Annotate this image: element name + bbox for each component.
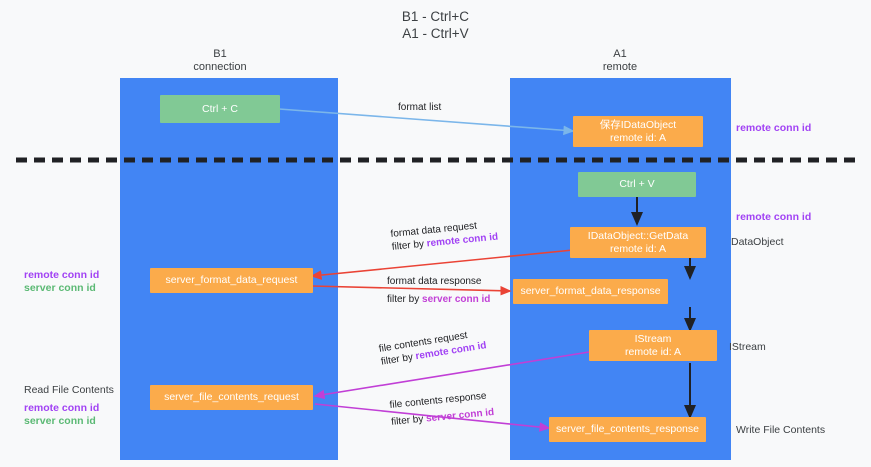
margin-label-left-remote-conn-id: remote conn id: [24, 269, 99, 282]
node-ctrl-c[interactable]: Ctrl + C: [160, 95, 280, 123]
node-server-format-data-response-label: server_format_data_response: [520, 285, 661, 298]
filter-key: server conn id: [425, 407, 495, 425]
arrow-label-format-data-request: format data request filter by remote con…: [390, 218, 499, 254]
margin-label-left-server-conn-id-text: server conn id: [24, 282, 96, 294]
margin-label-dataobject: DataObject: [731, 236, 784, 249]
node-idataobject[interactable]: 保存IDataObject remote id: A: [573, 116, 703, 147]
node-getdata-line2: remote id: A: [609, 242, 667, 255]
filter-prefix: filter by: [380, 351, 417, 368]
column-header-a1: A1 remote: [550, 48, 690, 74]
column-header-b1-name: B1: [213, 48, 227, 60]
margin-label-remote-conn-id-mid: remote conn id: [736, 211, 811, 224]
node-server-format-data-request-label: server_format_data_request: [165, 274, 298, 287]
arrow-label-file-contents-response: file contents response filter by server …: [389, 389, 495, 429]
margin-label-remote-conn-id-top-text: remote conn id: [736, 122, 812, 134]
margin-label-read-file-contents-text: Read File Contents: [24, 384, 114, 396]
node-istream[interactable]: IStream remote id: A: [589, 330, 717, 361]
margin-label-read-remote-conn-id: remote conn id: [24, 402, 99, 415]
margin-label-istream-text: IStream: [729, 341, 766, 353]
arrow-label-format-data-response-filter: filter by server conn id: [387, 293, 490, 306]
margin-label-left-remote-conn-id-text: remote conn id: [24, 269, 100, 281]
node-ctrl-v[interactable]: Ctrl + V: [578, 172, 696, 197]
node-server-file-contents-response[interactable]: server_file_contents_response: [549, 417, 706, 442]
node-idataobject-line2: remote id: A: [609, 131, 667, 144]
arrow-label-format-data-response: format data response filter by server co…: [387, 275, 490, 306]
column-header-a1-subtitle: remote: [602, 61, 638, 73]
margin-label-left-server-conn-id: server conn id: [24, 282, 96, 295]
title-line-2: A1 - Ctrl+V: [402, 26, 469, 41]
arrow-label-format-list: format list: [398, 101, 441, 114]
margin-label-read-server-conn-id: server conn id: [24, 415, 96, 428]
node-ctrl-v-label: Ctrl + V: [619, 178, 655, 191]
margin-label-read-file-contents: Read File Contents: [24, 384, 114, 397]
margin-label-dataobject-text: DataObject: [731, 236, 784, 248]
arrow-label-format-list-text: format list: [398, 102, 442, 113]
node-istream-line2: remote id: A: [624, 345, 682, 358]
margin-label-istream: IStream: [729, 341, 766, 354]
margin-label-write-file-contents-text: Write File Contents: [736, 424, 826, 436]
column-header-b1: B1 connection: [150, 48, 290, 74]
margin-label-remote-conn-id-top: remote conn id: [736, 122, 811, 135]
margin-label-read-remote-conn-id-text: remote conn id: [24, 402, 100, 414]
node-server-file-contents-request-label: server_file_contents_request: [164, 391, 299, 404]
node-ctrl-c-label: Ctrl + C: [202, 102, 238, 115]
node-server-format-data-response[interactable]: server_format_data_response: [513, 279, 668, 304]
node-idataobject-getdata[interactable]: IDataObject::GetData remote id: A: [570, 227, 706, 258]
arrow-label-file-contents-request: file contents request filter by remote c…: [378, 326, 487, 368]
margin-label-write-file-contents: Write File Contents: [736, 424, 825, 437]
margin-label-remote-conn-id-mid-text: remote conn id: [736, 211, 812, 223]
filter-key: server conn id: [422, 294, 491, 305]
page-title: B1 - Ctrl+C A1 - Ctrl+V: [0, 8, 871, 42]
node-server-format-data-request[interactable]: server_format_data_request: [150, 268, 313, 293]
arrow-label-format-data-response-text: format data response: [387, 276, 482, 287]
node-server-file-contents-response-label: server_file_contents_response: [555, 423, 699, 436]
node-istream-line1: IStream: [634, 333, 672, 345]
column-header-b1-subtitle: connection: [193, 61, 247, 73]
column-header-a1-name: A1: [613, 48, 627, 60]
node-server-file-contents-request[interactable]: server_file_contents_request: [150, 385, 313, 410]
filter-prefix: filter by: [391, 238, 428, 253]
filter-prefix: filter by: [387, 294, 423, 305]
filter-prefix: filter by: [390, 413, 427, 428]
node-idataobject-line1: 保存IDataObject: [599, 119, 677, 131]
node-getdata-line1: IDataObject::GetData: [587, 230, 689, 242]
margin-label-read-server-conn-id-text: server conn id: [24, 415, 96, 427]
title-line-1: B1 - Ctrl+C: [401, 9, 470, 24]
